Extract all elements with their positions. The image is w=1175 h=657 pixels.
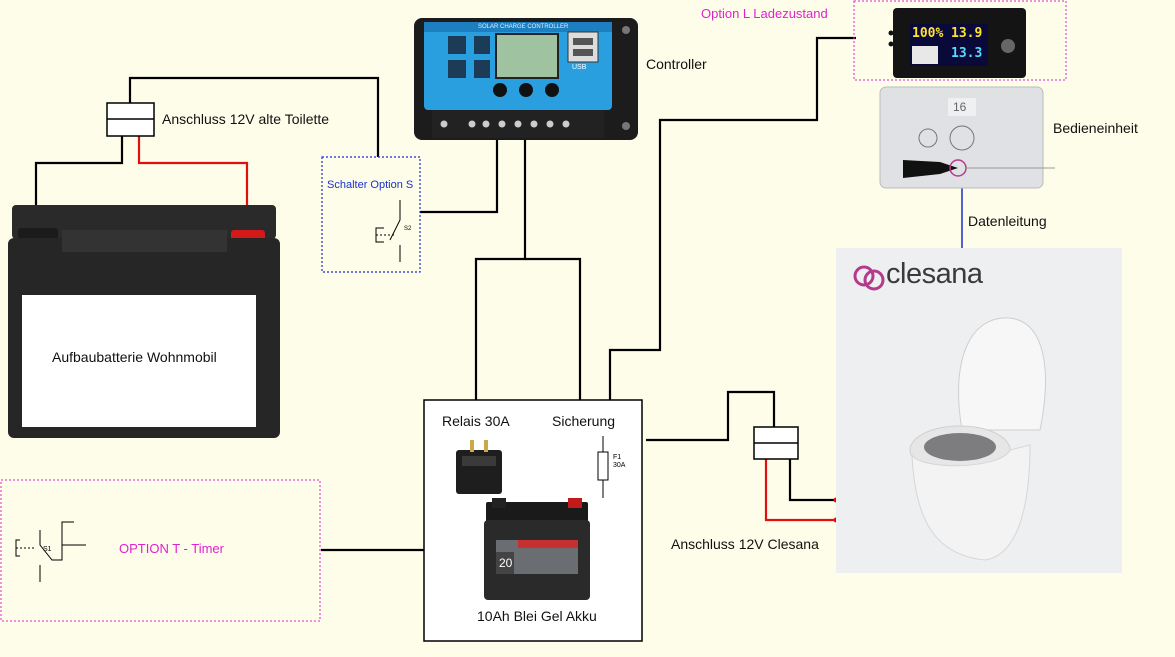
control-unit-label: Bedieneinheit (1053, 120, 1138, 136)
small-battery-capacity: 20 (499, 556, 513, 570)
display-voltage-1: 13.9 (951, 26, 983, 41)
controller-title: SOLAR CHARGE CONTROLLER (478, 24, 569, 30)
relay-label: Relais 30A (442, 413, 510, 429)
option-l-label: Option L Ladezustand (701, 6, 828, 21)
display-voltage-2: 13.3 (951, 46, 983, 61)
switch-s1-symbol (15, 521, 86, 582)
relay-30a (456, 440, 502, 494)
control-unit-display: 16 (953, 100, 967, 114)
switch-option-s-label: Schalter Option S (327, 179, 414, 191)
wires-red (137, 136, 836, 522)
house-battery (8, 205, 280, 438)
switch-option-s-frame (321, 156, 421, 273)
clesana-toilet (836, 248, 1122, 573)
option-t-label: OPTION T - Timer (119, 541, 224, 556)
fuse-rating: 30A (613, 462, 626, 469)
fuse-f1 (597, 436, 609, 498)
switch-s2-label: S2 (404, 226, 412, 232)
switch-s1-label: S1 (43, 546, 52, 553)
wire-dot (888, 30, 894, 36)
battery-monitor-display (893, 8, 1026, 78)
display-percent: 100% (912, 26, 944, 41)
controller-label: Controller (646, 56, 707, 72)
option-l-frame (853, 0, 1067, 81)
controller-usb-label: USB (572, 64, 587, 71)
fuse-id: F1 (613, 454, 622, 461)
small-battery-label: 10Ah Blei Gel Akku (477, 608, 597, 624)
control-unit (879, 86, 1055, 189)
wires-black (34, 36, 856, 552)
charge-controller (414, 18, 638, 140)
connector-clesana-label: Anschluss 12V Clesana (671, 536, 819, 552)
switch-s2-symbol (375, 200, 401, 262)
option-t-frame (0, 479, 321, 622)
clesana-brand-logo: clesana (886, 258, 983, 290)
connector-old-toilet (106, 102, 155, 137)
fuse-label: Sicherung (552, 413, 616, 429)
house-battery-label: Aufbaubatterie Wohnmobil (52, 349, 217, 365)
data-line-label: Datenleitung (968, 213, 1047, 229)
connector-old-toilet-label: Anschluss 12V alte Toilette (162, 111, 330, 127)
small-battery (484, 498, 590, 600)
wire-dot (888, 41, 894, 47)
connector-clesana (753, 426, 799, 460)
